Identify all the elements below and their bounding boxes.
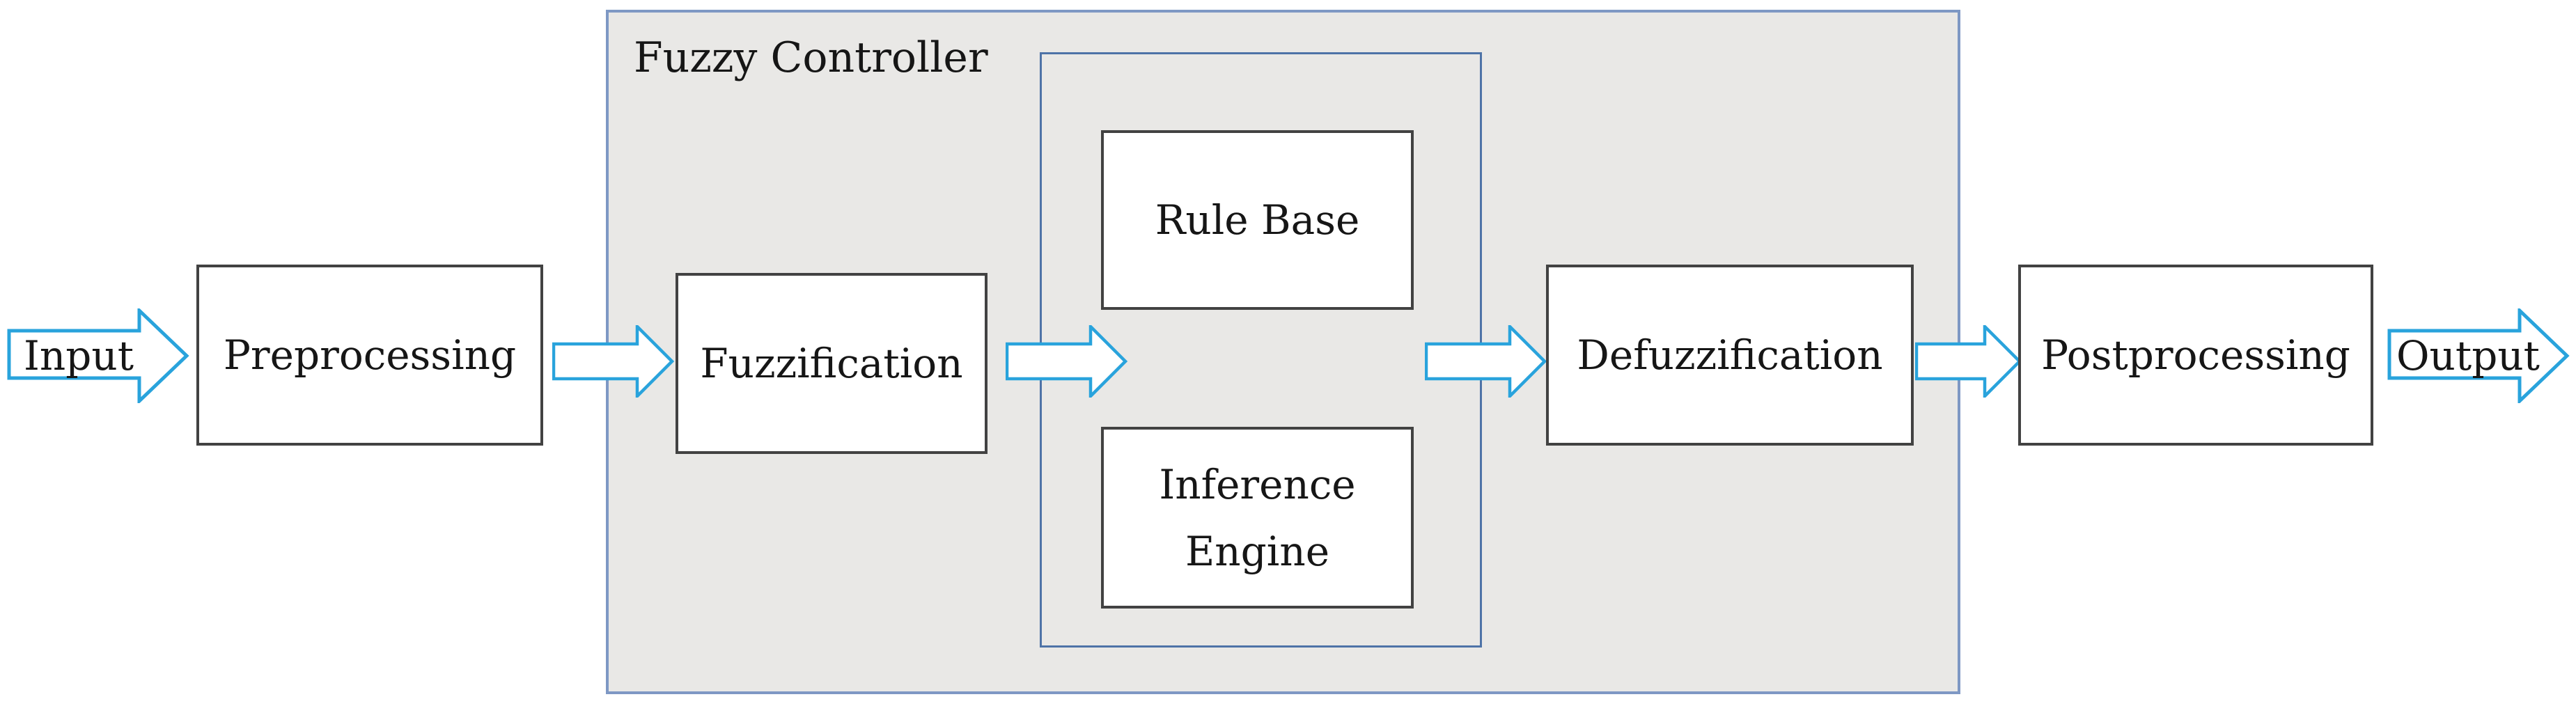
arrow-fuzzification-to-rule-inference-icon xyxy=(1006,325,1128,398)
block-arrow-shape xyxy=(1006,325,1128,398)
node-rule-base: Rule Base xyxy=(1101,130,1414,310)
arrow-preprocessing-to-fuzzification-icon xyxy=(552,325,675,398)
node-fuzzification: Fuzzification xyxy=(676,273,988,454)
node-defuzzification-label: Defuzzification xyxy=(1577,331,1883,379)
input-arrow-icon xyxy=(7,308,189,403)
input-label: Input xyxy=(23,332,134,379)
output-arrow-icon xyxy=(2387,308,2570,403)
node-postprocessing: Postprocessing xyxy=(2018,265,2373,446)
node-inference-engine: Inference Engine xyxy=(1101,427,1414,609)
node-preprocessing: Preprocessing xyxy=(196,265,543,446)
node-inference-engine-label: Inference Engine xyxy=(1159,460,1356,575)
node-fuzzification-label: Fuzzification xyxy=(700,340,963,387)
block-arrow-shape xyxy=(552,325,675,398)
output-label: Output xyxy=(2396,332,2540,379)
arrow-defuzzification-to-postprocessing-icon xyxy=(1915,325,2021,398)
node-rule-base-label: Rule Base xyxy=(1155,196,1360,244)
node-postprocessing-label: Postprocessing xyxy=(2041,331,2350,379)
node-defuzzification: Defuzzification xyxy=(1546,265,1914,446)
block-arrow-shape xyxy=(1915,325,2021,398)
node-preprocessing-label: Preprocessing xyxy=(223,331,517,379)
block-arrow-shape xyxy=(1425,325,1547,398)
block-arrow-shape xyxy=(2387,308,2570,403)
arrow-rule-inference-to-defuzzification-icon xyxy=(1425,325,1547,398)
fuzzy-controller-label: Fuzzy Controller xyxy=(634,33,988,82)
block-arrow-shape xyxy=(7,308,189,403)
